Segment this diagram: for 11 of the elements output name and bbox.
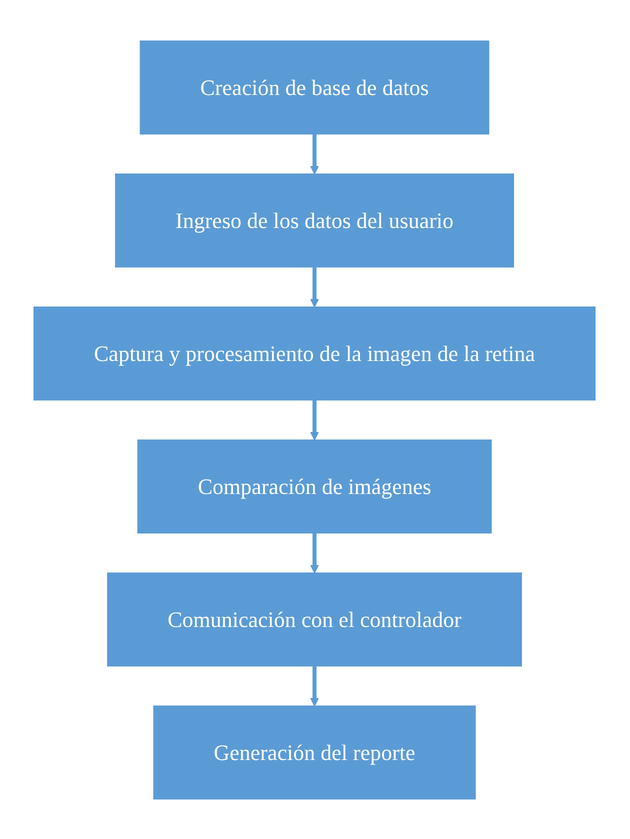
- arrow: [310, 666, 320, 706]
- arrow: [310, 532, 320, 573]
- arrow: [310, 134, 320, 174]
- node-box: Creación de base de datos: [140, 40, 490, 134]
- node-box: Comparación de imágenes: [138, 439, 492, 533]
- node-box: Generación del reporte: [154, 705, 476, 799]
- node-box: Ingreso de los datos del usuario: [116, 173, 514, 267]
- node-box: Captura y procesamiento de la imagen de la retina: [34, 306, 596, 400]
- arrow: [310, 266, 320, 307]
- node-box: Comunicación con el controlador: [108, 572, 522, 666]
- arrow: [310, 400, 320, 440]
